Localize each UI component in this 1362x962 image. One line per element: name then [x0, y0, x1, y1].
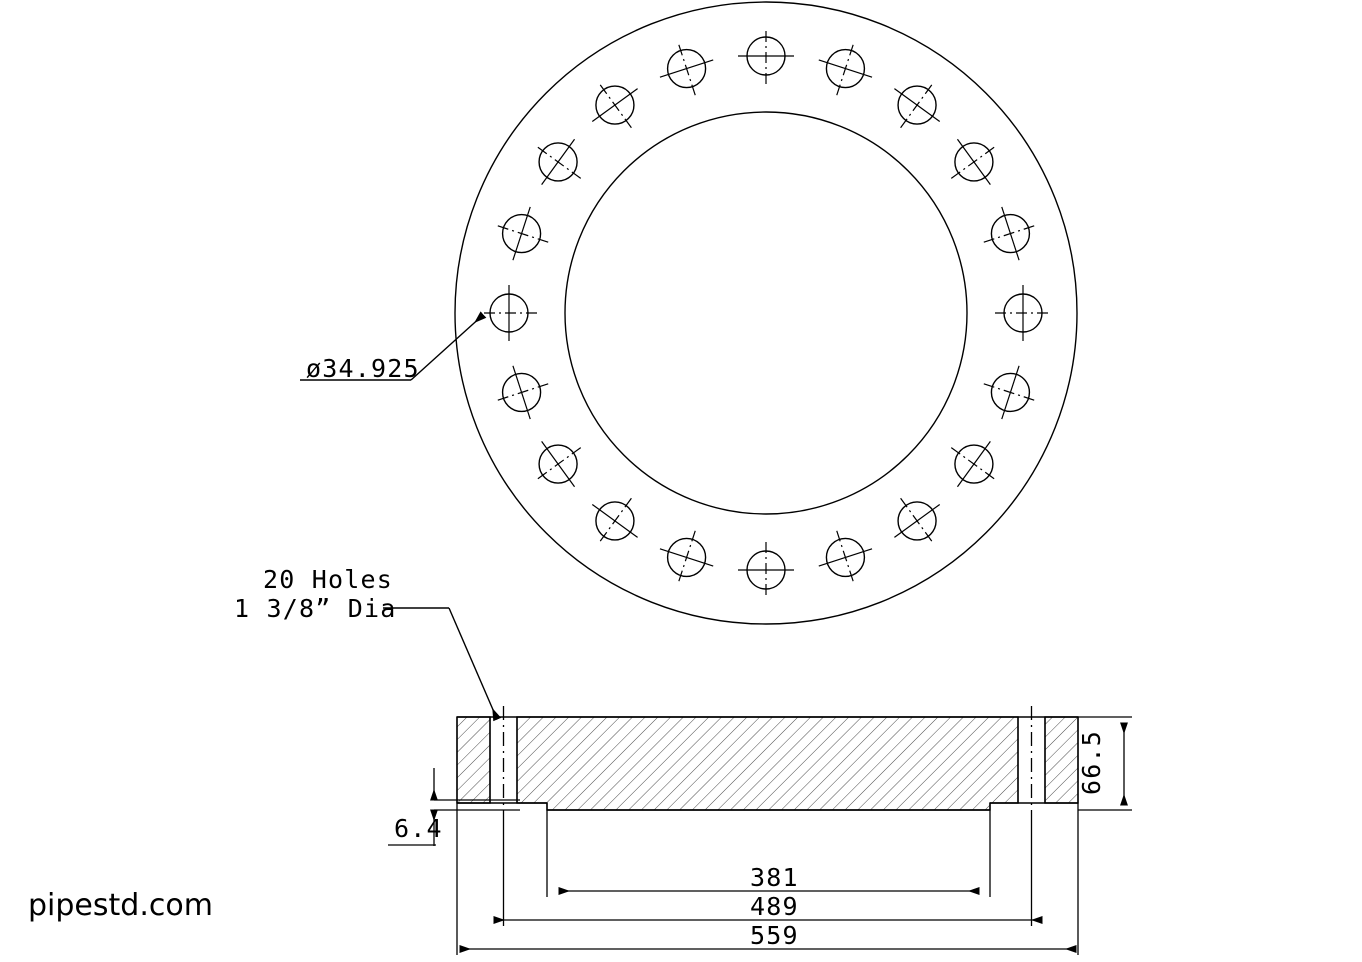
bolt-hole — [950, 441, 997, 488]
bolt-hole-circle — [538, 142, 578, 182]
bolt-hole — [591, 82, 638, 129]
bolt-hole — [818, 41, 873, 96]
bolt-hole-group — [481, 28, 1051, 598]
bolt-hole-circle — [595, 85, 635, 125]
bolt-hole-circle — [825, 537, 866, 578]
flange-bore-circle — [564, 111, 968, 515]
bolt-hole — [738, 28, 794, 84]
bolt-hole — [894, 497, 941, 544]
bolt-hole-centerline-tangential — [818, 59, 873, 78]
bolt-hole — [494, 365, 549, 420]
bolt-hole-centerline-tangential — [956, 441, 991, 488]
hole-diameter-label: ø34.925 — [306, 354, 420, 383]
bolt-hole-circle — [666, 48, 707, 89]
holes-count-line2: 1 3/8” Dia — [234, 594, 397, 623]
bolt-hole-circle — [825, 48, 866, 89]
bolt-hole — [738, 542, 794, 598]
bolt-hole-circle — [666, 537, 707, 578]
bolt-hole-circle — [990, 213, 1031, 254]
hole-diameter-leader — [300, 311, 487, 381]
site-watermark: pipestd.com — [28, 888, 213, 923]
bolt-hole — [894, 82, 941, 129]
bolt-hole — [983, 206, 1038, 261]
section-body-main-hatch — [516, 716, 1019, 811]
dimension-text-group: ø34.925 20 Holes 1 3/8” Dia 6.4 66.5 381… — [234, 354, 1106, 950]
bolt-hole-centerline-tangential — [512, 206, 531, 261]
bolt-hole-centerline-tangential — [659, 548, 714, 567]
bolt-hole — [995, 285, 1051, 341]
bolt-hole-circle — [501, 213, 542, 254]
bolt-hole — [659, 530, 714, 585]
dim-label-66-5: 66.5 — [1077, 730, 1106, 795]
section-body-right-hatch — [1044, 716, 1079, 804]
bolt-hole-circle — [897, 501, 937, 541]
bolt-hole-circle — [990, 372, 1031, 413]
bolt-hole — [481, 285, 537, 341]
bolt-hole — [818, 530, 873, 585]
bolt-hole-centerline-tangential — [512, 365, 531, 420]
holes-count-line1: 20 Holes — [263, 565, 393, 594]
bolt-hole-centerline-tangential — [1001, 206, 1020, 261]
bolt-hole-centerline-tangential — [818, 548, 873, 567]
section-body-left-hatch — [456, 716, 491, 804]
bolt-hole — [535, 138, 582, 185]
bolt-hole-centerline-tangential — [591, 503, 638, 538]
dim-label-381: 381 — [750, 863, 799, 892]
bolt-hole-circle — [954, 444, 994, 484]
bolt-hole-centerline-tangential — [956, 138, 991, 185]
bolt-hole — [494, 206, 549, 261]
dim-label-559: 559 — [750, 921, 799, 950]
bolt-hole-centerline-tangential — [1001, 365, 1020, 420]
bolt-hole-centerline-tangential — [541, 138, 576, 185]
dim-label-6-4: 6.4 — [394, 814, 443, 843]
bolt-hole-centerline-tangential — [894, 503, 941, 538]
bolt-hole-circle — [897, 85, 937, 125]
flange-top-view — [454, 1, 1078, 625]
bolt-hole — [659, 41, 714, 96]
bolt-hole-centerline-tangential — [659, 59, 714, 78]
bolt-hole — [950, 138, 997, 185]
bolt-hole-circle — [538, 444, 578, 484]
bolt-hole-circle — [954, 142, 994, 182]
bolt-hole-circle — [595, 501, 635, 541]
flange-outer-circle — [454, 1, 1078, 625]
bolt-hole-centerline-tangential — [591, 88, 638, 123]
dimension-group — [388, 716, 1132, 955]
holes-callout-leader — [383, 607, 502, 722]
bolt-hole — [591, 497, 638, 544]
dim-label-489: 489 — [750, 892, 799, 921]
bolt-hole-centerline-tangential — [894, 88, 941, 123]
bolt-hole-circle — [501, 372, 542, 413]
flange-section-view — [456, 706, 1079, 815]
bolt-hole-centerline-tangential — [541, 441, 576, 488]
bolt-hole — [983, 365, 1038, 420]
bolt-hole — [535, 441, 582, 488]
